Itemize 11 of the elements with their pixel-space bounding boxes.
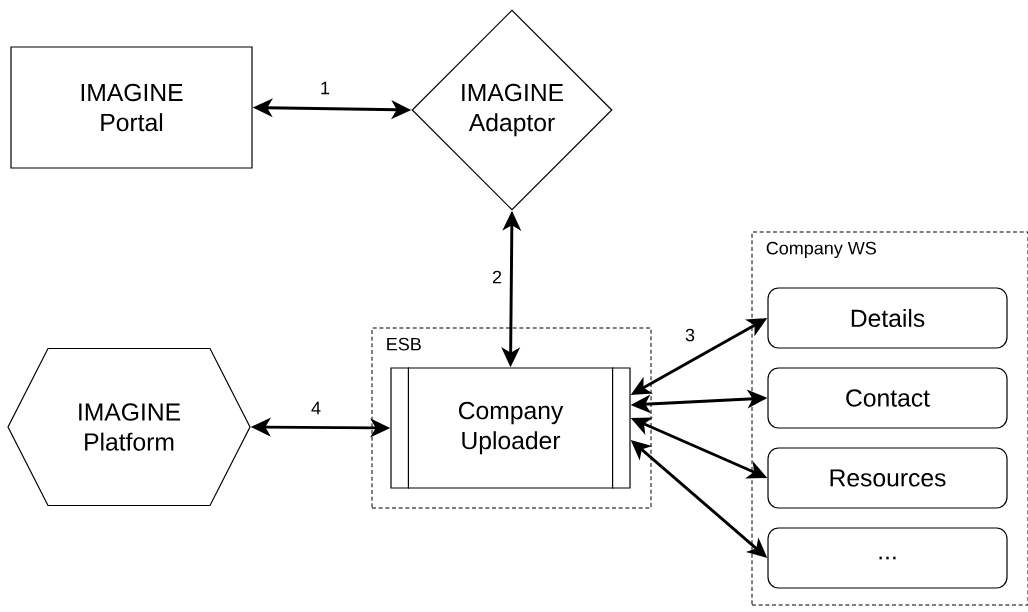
edge-label: 3 bbox=[683, 327, 697, 343]
platform-hexagon: IMAGINE Platform bbox=[7, 347, 251, 507]
service-box: Contact bbox=[767, 367, 1008, 429]
component-box: IMAGINE Portal bbox=[10, 46, 253, 169]
service-box: Details bbox=[767, 287, 1008, 349]
edge-label: 1 bbox=[318, 80, 332, 96]
edge-label: 4 bbox=[309, 400, 323, 416]
process-box: Company Uploader bbox=[390, 366, 631, 490]
service-box: Resources bbox=[767, 447, 1008, 509]
service-box: ... bbox=[767, 527, 1008, 589]
edge-label: 2 bbox=[490, 269, 504, 285]
